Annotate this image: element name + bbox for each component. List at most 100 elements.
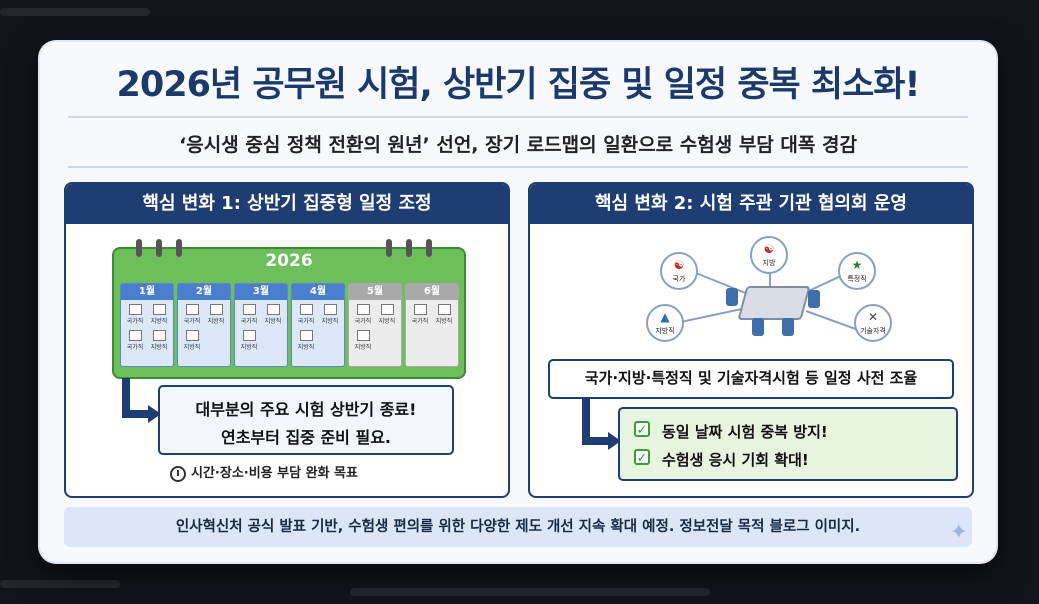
calendar-icon: [437, 304, 451, 315]
org-node-bottom-right: ✕기술자격: [854, 304, 892, 342]
divider: [68, 166, 968, 168]
coordination-band: 국가·지방·특정직 및 기술자격시험 등 일정 사전 조율: [548, 359, 954, 399]
month-jun: 6월 국가직 지방직: [405, 283, 459, 367]
check-item: ✓동일 날짜 시험 중복 방지!: [634, 421, 828, 442]
right-panel-heading: 핵심 변화 2: 시험 주관 기관 협의회 운영: [530, 184, 972, 224]
month-feb: 2월 국가직 지방직 지방직: [177, 283, 231, 367]
infographic-card: 2026년 공무원 시험, 상반기 집중 및 일정 중복 최소화! ‘응시생 중…: [40, 42, 996, 562]
calendar-ring-icon: [386, 239, 392, 257]
footer-note: 인사혁신처 공식 발표 기반, 수험생 편의를 위한 다양한 제도 개선 지속 …: [64, 507, 972, 547]
background-blur-line: [0, 580, 120, 588]
exam-item: 지방직: [351, 330, 375, 351]
arrow-icon: [582, 397, 590, 445]
page-subtitle: ‘응시생 중심 정책 전환의 원년’ 선언, 장기 로드맵의 일환으로 수험생 …: [179, 134, 857, 156]
note-box: 대부분의 주요 시험 상반기 종료! 연초부터 집중 준비 필요.: [158, 385, 454, 455]
tools-icon: ✕: [867, 310, 879, 324]
org-node-bottom-left: ▲지방직: [646, 304, 684, 342]
exam-item: 국가직: [123, 304, 147, 325]
arrow-head-icon: [148, 405, 161, 423]
calendar-icon: [299, 304, 313, 315]
calendar-ring-icon: [136, 239, 142, 257]
exam-item: 국가직: [351, 304, 375, 325]
exam-item: 국가직: [408, 304, 432, 325]
mountain-icon: ▲: [660, 310, 670, 324]
background-blur-line: [0, 8, 150, 16]
note-line: 연초부터 집중 준비 필요.: [221, 428, 391, 447]
calendar-icon: [185, 330, 199, 341]
calendar-ring-icon: [176, 239, 182, 257]
calendar-icon: [266, 304, 280, 315]
chair-icon: [726, 288, 738, 306]
calendar-icon: [323, 304, 337, 315]
calendar-icon: [185, 304, 199, 315]
checkmark-icon: ✓: [634, 449, 650, 466]
taegeuk-icon: ☯: [763, 242, 775, 256]
right-panel: 핵심 변화 2: 시험 주관 기관 협의회 운영 ☯지방 ☯국가 ★특정직 ▲지…: [528, 182, 974, 498]
chair-icon: [808, 290, 820, 308]
month-label: 4월: [292, 284, 344, 300]
calendar-icon: [380, 304, 394, 315]
alarm-clock-icon: [170, 465, 186, 482]
calendar-ring-icon: [426, 239, 432, 257]
exam-item: 국가직: [237, 304, 261, 325]
exam-item: 지방직: [432, 304, 456, 325]
calendar-icon: [299, 330, 313, 341]
sparkle-icon: ✦: [949, 520, 968, 545]
note-line: 대부분의 주요 시험 상반기 종료!: [195, 400, 417, 419]
exam-item: 지방직: [261, 304, 285, 325]
calendar-year: 2026: [265, 251, 313, 271]
arrow-icon: [582, 437, 610, 445]
calendar-icon: [128, 304, 142, 315]
calendar: 2026 1월 국가직 지방직 국가직 지방직 2월 국가직 지방직 지방직 3…: [112, 239, 466, 379]
left-panel-heading: 핵심 변화 1: 상반기 집중형 일정 조정: [66, 184, 508, 224]
exam-item: 지방직: [294, 330, 318, 351]
divider: [68, 116, 968, 118]
calendar-icon: [152, 330, 166, 341]
check-item: ✓수험생 응시 기회 확대!: [634, 449, 809, 470]
exam-item: 지방직: [318, 304, 342, 325]
exam-item: 지방직: [237, 330, 261, 351]
calendar-icon: [242, 330, 256, 341]
connector-line: [675, 307, 747, 324]
arrow-icon: [122, 378, 130, 418]
calendar-icon: [209, 304, 223, 315]
taegeuk-icon: ☯: [673, 258, 685, 272]
month-label: 2월: [178, 284, 230, 300]
exam-item: 지방직: [180, 330, 204, 351]
left-panel: 핵심 변화 1: 상반기 집중형 일정 조정 2026 1월 국가직 지방직 국…: [64, 182, 510, 498]
org-node-left: ☯국가: [660, 252, 698, 290]
exam-item: 국가직: [123, 330, 147, 351]
month-apr: 4월 국가직 지방직 지방직: [291, 283, 345, 367]
calendar-icon: [128, 330, 142, 341]
org-node-center: ☯지방: [750, 236, 788, 274]
connector-line: [805, 310, 861, 332]
exam-item: 국가직: [294, 304, 318, 325]
chair-icon: [782, 318, 794, 336]
month-may: 5월 국가직 지방직 지방직: [348, 283, 402, 367]
month-label: 6월: [406, 284, 458, 300]
goal-text: 시간·장소·비용 부담 완화 목표: [170, 462, 358, 482]
exam-item: 지방직: [147, 330, 171, 351]
arrow-icon: [122, 410, 150, 418]
checkmark-icon: ✓: [634, 421, 650, 438]
calendar-ring-icon: [156, 239, 162, 257]
exam-item: 지방직: [204, 304, 228, 325]
chair-icon: [752, 318, 764, 336]
month-mar: 3월 국가직 지방직 지방직: [234, 283, 288, 367]
calendar-icon: [356, 330, 370, 341]
exam-item: 지방직: [375, 304, 399, 325]
star-icon: ★: [851, 258, 863, 272]
check-box: ✓동일 날짜 시험 중복 방지! ✓수험생 응시 기회 확대!: [618, 407, 958, 481]
calendar-ring-icon: [406, 239, 412, 257]
month-jan: 1월 국가직 지방직 국가직 지방직: [120, 283, 174, 367]
exam-item: 국가직: [180, 304, 204, 325]
calendar-icon: [242, 304, 256, 315]
calendar-icon: [413, 304, 427, 315]
month-label: 1월: [121, 284, 173, 300]
exam-item: 지방직: [147, 304, 171, 325]
footer-text: 인사혁신처 공식 발표 기반, 수험생 편의를 위한 다양한 제도 개선 지속 …: [175, 519, 861, 535]
calendar-icon: [152, 304, 166, 315]
arrow-head-icon: [608, 432, 621, 450]
background-blur-line: [350, 588, 710, 596]
month-label: 5월: [349, 284, 401, 300]
